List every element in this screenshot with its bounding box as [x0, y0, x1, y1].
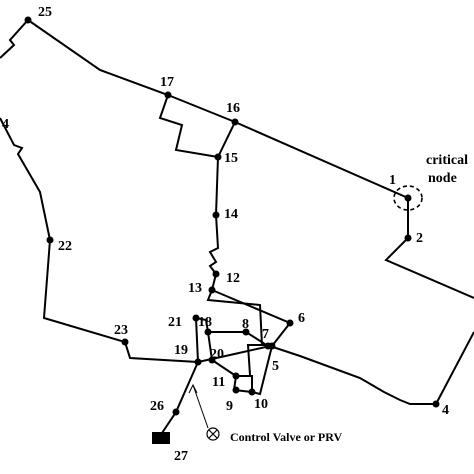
label-node-7: 7 [262, 327, 269, 342]
label-node-26: 26 [150, 399, 164, 414]
label-node-18: 18 [198, 315, 212, 330]
pipe-17-15 [158, 94, 236, 159]
node-14 [212, 211, 220, 219]
label-node-13: 13 [188, 281, 202, 296]
node-26 [172, 408, 180, 416]
pipe-19-27 [159, 361, 199, 437]
node-7 [264, 342, 272, 350]
node-18 [204, 328, 212, 336]
label-node-2: 2 [416, 231, 423, 246]
label-node-6: 6 [298, 311, 305, 326]
node-19 [194, 358, 202, 366]
node-17 [164, 91, 172, 99]
label-node-19: 19 [174, 343, 188, 358]
pipe-18-8 [208, 331, 269, 347]
node-10 [248, 388, 256, 396]
label-node-9: 9 [226, 399, 233, 414]
label-node-12: 12 [226, 271, 240, 286]
node-dots [24, 16, 440, 416]
node-12 [212, 270, 220, 278]
label-node-22: 23 [114, 323, 128, 338]
node-20 [208, 356, 216, 364]
pipe-15-13 [208, 156, 220, 291]
label-node-8: 8 [242, 317, 249, 332]
label-node-5: 5 [272, 359, 279, 374]
node-8 [242, 328, 250, 336]
pipe-left-side [0, 117, 199, 363]
label-node-25: 25 [38, 5, 52, 20]
label-node-17: 17 [160, 75, 174, 90]
node-22 [121, 338, 129, 346]
pipe-13-21 [206, 289, 270, 376]
node-13 [208, 286, 216, 294]
node-labels: 25 17 16 4 15 1 14 2 22 12 13 6 21 18 8 … [2, 5, 449, 464]
node-23 [46, 236, 54, 244]
valve-label: Control Valve or PRV [230, 430, 342, 444]
valve-arrow [188, 383, 198, 394]
critical-label-line2: node [428, 171, 457, 186]
label-node-1: 1 [389, 173, 396, 188]
label-node-14: 14 [224, 207, 238, 222]
label-node-20: 20 [210, 347, 224, 362]
critical-label-line1: critical [426, 153, 468, 168]
label-node-4-left: 4 [2, 117, 9, 132]
node-6 [286, 319, 294, 327]
node-11 [232, 372, 240, 380]
label-node-23: 22 [58, 239, 72, 254]
node-1 [404, 194, 412, 202]
label-node-10: 10 [254, 397, 268, 412]
node-4 [432, 400, 440, 408]
node-16 [231, 118, 239, 126]
node-25 [24, 16, 32, 24]
node-15 [214, 153, 222, 161]
label-node-4: 4 [442, 403, 449, 418]
pipe-11-9 [236, 375, 253, 392]
critical-node-marker [393, 185, 423, 211]
pipe-13-6 [211, 289, 292, 347]
pipe-21-18 [194, 316, 209, 363]
valve-pointer [192, 384, 209, 429]
control-valve-icon [206, 427, 220, 441]
label-node-27: 27 [174, 449, 188, 464]
label-node-15: 15 [224, 151, 238, 166]
label-node-21: 21 [168, 315, 182, 330]
pipe-20-4 [197, 331, 474, 405]
label-node-11: 11 [212, 375, 225, 390]
node-2 [404, 234, 412, 242]
node-21 [192, 314, 200, 322]
reservoir-27-icon [152, 432, 170, 444]
label-node-16: 16 [226, 101, 240, 116]
node-9 [232, 386, 240, 394]
